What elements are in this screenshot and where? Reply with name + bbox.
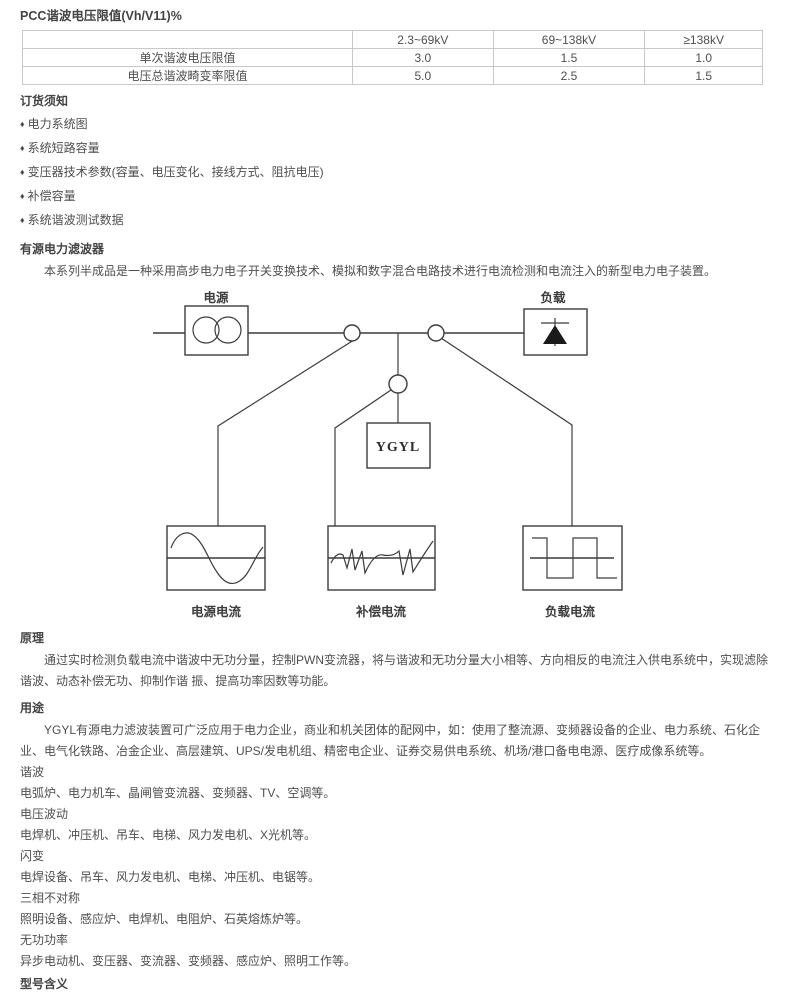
principle-heading: 原理 (20, 631, 45, 645)
harmonic-limits-table: 2.3~69kV 69~138kV ≥138kV 单次谐波电压限值 3.0 1.… (21, 30, 763, 85)
transformer-coil-icon (192, 316, 220, 344)
principle-paragraph: 通过实时检测负载电流中谐波中无功分量，控制PWN变流器，将与谐波和无功分量大小相… (20, 653, 769, 688)
model-meaning-heading: 型号含义 (20, 977, 69, 991)
apf-intro-paragraph: 本系列半成品是一种采用高步电力电子开关变换技术、模拟和数字混合电路技术进行电流检… (44, 264, 717, 278)
current-sensor-icon (427, 324, 445, 342)
diamond-bullet-icon: ♦ (20, 119, 25, 129)
sine-wave-icon (170, 532, 264, 585)
application-heading: 用途 (20, 701, 45, 715)
square-wave-icon (532, 537, 617, 579)
diamond-bullet-icon: ♦ (20, 191, 25, 201)
source-current-label: 电源电流 (191, 604, 242, 619)
category-label: 电压波动 (20, 807, 69, 821)
source-box (184, 305, 249, 356)
list-item: ♦补偿容量 (20, 185, 769, 209)
list-item-label: 系统谐波测试数据 (27, 213, 124, 227)
cell-value: 1.5 (492, 48, 646, 67)
cell-value: 1.5 (644, 66, 763, 85)
list-item-label: 电力系统图 (27, 117, 88, 131)
header-cell-kv2: 69~138kV (492, 30, 646, 49)
list-item-label: 补偿容量 (27, 189, 76, 203)
current-sensor-icon (343, 324, 361, 342)
application-paragraph: YGYL有源电力滤波装置可广泛应用于电力企业，商业和机关团体的配网中，如：使用了… (20, 723, 761, 758)
compensation-current-label: 补偿电流 (355, 604, 407, 619)
category-label: 闪变 (20, 849, 45, 863)
cell-value: 2.5 (492, 66, 646, 85)
category-label: 无功功率 (20, 933, 69, 947)
table-header-row: 2.3~69kV 69~138kV ≥138kV (21, 30, 763, 49)
transformer-coil-icon (214, 316, 242, 344)
category-label: 三相不对称 (20, 891, 81, 905)
ygyl-device-box (366, 422, 431, 469)
source-current-lead (217, 337, 358, 526)
list-item-label: 变压器技术参数(容量、电压变化、接线方式、阻抗电压) (27, 165, 324, 179)
cell-value: 5.0 (352, 66, 494, 85)
list-item-label: 系统短路容量 (27, 141, 100, 155)
order-notice-heading: 订货须知 (20, 94, 69, 108)
apf-heading: 有源电力滤波器 (20, 242, 105, 256)
current-sensor-icon (388, 374, 408, 394)
diode-icon (543, 325, 567, 344)
category-text: 电焊设备、吊车、风力发电机、电梯、冲压机、电锯等。 (20, 870, 321, 884)
list-item: ♦系统短路容量 (20, 137, 769, 161)
category-label: 谐波 (20, 765, 45, 779)
table-row: 电压总谐波畸变率限值 5.0 2.5 1.5 (21, 66, 763, 85)
list-item: ♦电力系统图 (20, 113, 769, 137)
active-power-filter-diagram: 电源 负载 YGYL 电源电流 补偿电流 负载电流 (153, 290, 623, 619)
compensation-current-lead (334, 389, 392, 526)
header-cell-kv1: 2.3~69kV (352, 30, 494, 49)
diamond-bullet-icon: ♦ (20, 215, 25, 225)
load-label: 负载 (540, 290, 566, 305)
load-current-label: 负载电流 (545, 604, 596, 619)
diamond-bullet-icon: ♦ (20, 143, 25, 153)
category-text: 异步电动机、变压器、变流器、变频器、感应炉、照明工作等。 (20, 954, 357, 968)
source-label: 电源 (203, 290, 229, 305)
row-label: 单次谐波电压限值 (21, 48, 354, 67)
header-cell-empty (21, 30, 354, 49)
list-item: ♦系统谐波测试数据 (20, 209, 769, 233)
page-title: PCC谐波电压限值(Vh/V11)% (20, 9, 182, 23)
row-label: 电压总谐波畸变率限值 (21, 66, 354, 85)
list-item: ♦变压器技术参数(容量、电压变化、接线方式、阻抗电压) (20, 161, 769, 185)
cell-value: 3.0 (352, 48, 494, 67)
cell-value: 1.0 (644, 48, 763, 67)
category-text: 电弧炉、电力机车、晶闸管变流器、变频器、TV、空调等。 (20, 786, 336, 800)
category-text: 电焊机、冲压机、吊车、电梯、风力发电机、X光机等。 (20, 828, 317, 842)
load-current-lead (440, 337, 573, 528)
diamond-bullet-icon: ♦ (20, 167, 25, 177)
table-row: 单次谐波电压限值 3.0 1.5 1.0 (21, 48, 763, 67)
header-cell-kv3: ≥138kV (644, 30, 763, 49)
distorted-wave-icon (330, 540, 434, 576)
category-text: 照明设备、感应炉、电焊机、电阻炉、石英熔炼炉等。 (20, 912, 309, 926)
ygyl-device-label: YGYL (376, 440, 420, 455)
